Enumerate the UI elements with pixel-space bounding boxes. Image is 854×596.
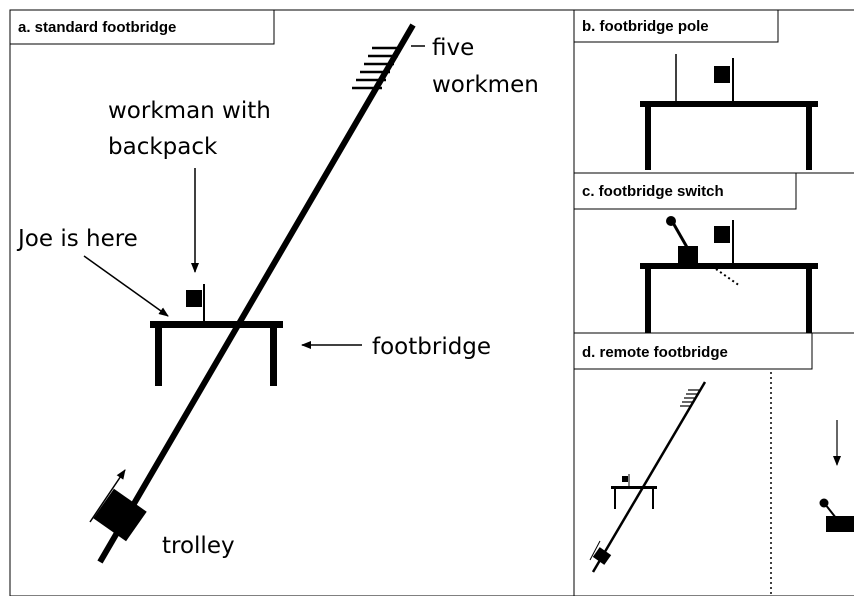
- panel-b-footbridge: [640, 101, 818, 170]
- workman-backpack-label-line2: backpack: [108, 134, 218, 160]
- mini-track: [591, 381, 707, 573]
- mini-trolley: [592, 547, 612, 565]
- footbridge: [150, 321, 283, 386]
- panel-c-title: c. footbridge switch: [582, 183, 724, 200]
- panel-c-footbridge: [640, 263, 818, 333]
- panel-b-title: b. footbridge pole: [582, 18, 709, 35]
- panel-a-standard-footbridge: a. standard footbridge five workmen work…: [9, 9, 575, 596]
- panel-a-title: a. standard footbridge: [18, 19, 176, 36]
- five-workmen-marks: [352, 46, 402, 90]
- trolley-label: trolley: [162, 533, 235, 559]
- trolley-direction-arrow: [89, 469, 126, 523]
- workman-with-backpack: [186, 284, 205, 322]
- trolley: [93, 488, 147, 542]
- panel-a-title-box: [9, 9, 275, 45]
- mini-five-workmen: [680, 389, 700, 407]
- five-workmen-label-line1: five: [432, 35, 474, 61]
- panel-b-title-box: [573, 9, 779, 43]
- mini-trolley-arrow: [589, 540, 601, 561]
- panel-d-remote-footbridge: d. remote footbridge: [573, 332, 854, 596]
- track: [97, 23, 416, 564]
- panel-d-title: d. remote footbridge: [582, 344, 728, 361]
- panel-c-footbridge-switch: c. footbridge switch: [573, 172, 854, 334]
- panel-d-title-box: [573, 332, 813, 370]
- joe-arrow: [83, 255, 169, 317]
- five-workmen-label-line2: workmen: [432, 72, 539, 98]
- panel-c-title-box: [573, 172, 797, 210]
- panel-b-footbridge-pole: b. footbridge pole: [573, 9, 854, 174]
- workman-backpack-label-line1: workman with: [108, 98, 271, 124]
- mini-workman: [622, 474, 630, 487]
- panel-b-workman: [714, 58, 734, 102]
- trapdoor-dotted: [715, 268, 741, 287]
- panel-d-frame: [573, 332, 854, 596]
- mini-footbridge: [611, 486, 657, 509]
- footbridge-label: footbridge: [372, 334, 491, 360]
- panel-c-workman: [714, 220, 734, 264]
- joe-label: Joe is here: [16, 226, 138, 252]
- switch-lever: [666, 216, 698, 263]
- remote-switch: [819, 498, 854, 532]
